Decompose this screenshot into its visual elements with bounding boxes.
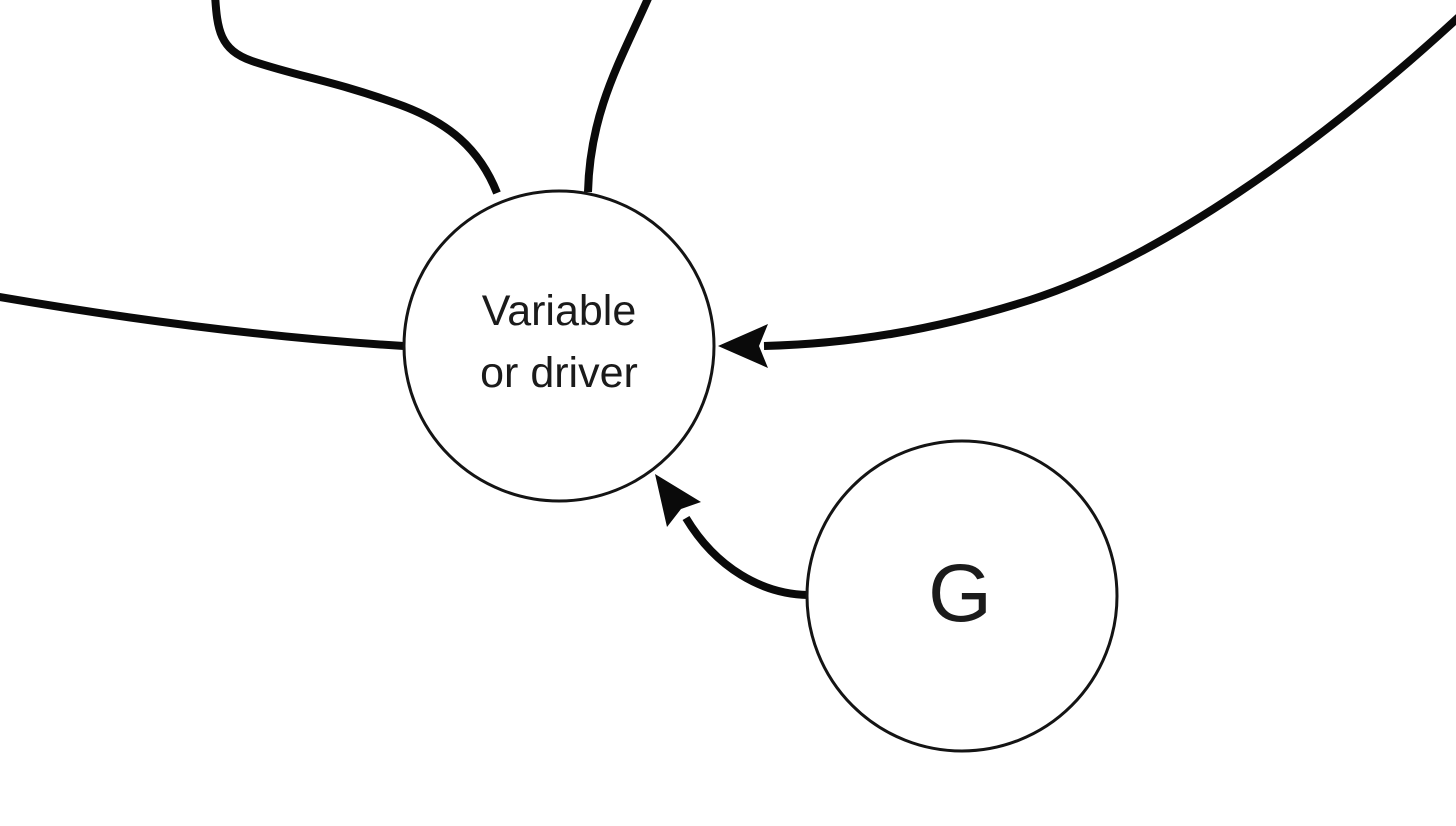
arrowhead-g-to-variable-icon [655,474,701,527]
node-variable-or-driver: Variable or driver [402,189,716,503]
node-variable-circle [402,189,716,503]
node-variable-label-line2: or driver [480,349,638,397]
edge-layer [0,0,1456,599]
edge-top-left-into-variable [211,0,501,195]
arrowhead-right-into-variable-icon [718,324,768,368]
node-variable-label-line1: Variable [482,287,637,335]
node-g-label: G [928,548,992,639]
node-g-circle [805,439,1119,753]
edge-top-into-variable [584,0,652,193]
edge-left-into-variable [0,292,405,350]
node-g: G [805,439,1119,753]
edge-g-to-variable [682,515,809,599]
edge-right-into-variable [763,14,1456,350]
